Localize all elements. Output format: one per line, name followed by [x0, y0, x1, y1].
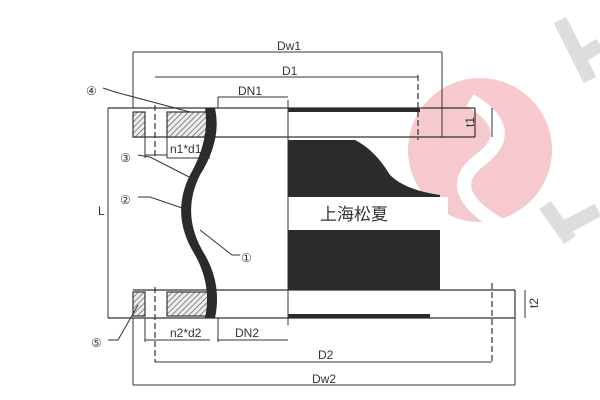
d1-label: D1	[282, 64, 298, 78]
callout-2: ②	[120, 193, 131, 207]
dw1-label: Dw1	[277, 39, 301, 53]
dn1-label: DN1	[238, 84, 262, 98]
center-brand-text: 上海松夏	[320, 205, 388, 224]
callout-leaders	[102, 87, 240, 341]
dw2-label: Dw2	[312, 372, 336, 386]
callout-3: ③	[120, 151, 131, 165]
callout-1: ①	[241, 251, 252, 265]
t1-label: t1	[463, 117, 477, 127]
t2-label: t2	[527, 298, 541, 308]
length-label: L	[98, 204, 105, 218]
dn2-label: DN2	[235, 326, 259, 340]
d2-label: D2	[318, 348, 334, 362]
callout-5: ⑤	[91, 336, 102, 350]
n1d1-label: n1*d1	[170, 142, 202, 156]
bottom-flange	[108, 283, 516, 362]
n2d2-label: n2*d2	[170, 326, 202, 340]
dimension-lines	[107, 51, 526, 386]
logo-watermark	[408, 16, 600, 245]
callout-4: ④	[86, 84, 97, 98]
rubber-bellows	[181, 100, 448, 325]
